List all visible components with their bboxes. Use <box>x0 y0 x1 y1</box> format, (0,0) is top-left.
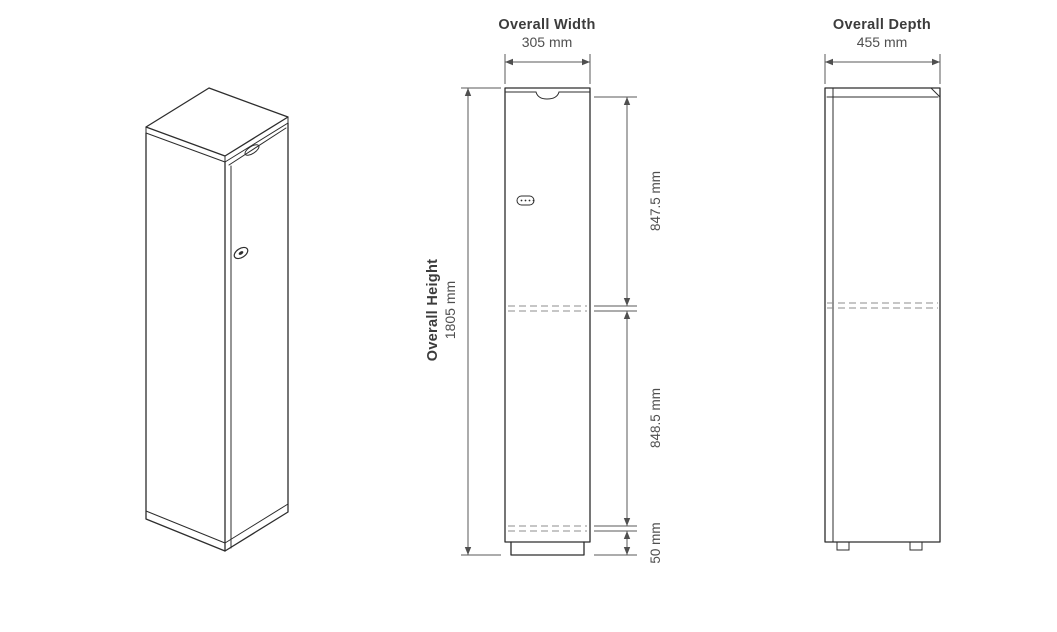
iso-door-top-seam <box>228 127 287 166</box>
front-section-dimensions: 847.5 mm 848.5 mm 50 mm <box>594 96 663 564</box>
side-view <box>824 87 941 551</box>
overall-height-value: 1805 mm <box>442 281 458 339</box>
overall-depth-value: 455 mm <box>857 34 908 50</box>
iso-lock <box>233 246 249 260</box>
front-view <box>504 87 591 556</box>
iso-right-face <box>224 122 289 552</box>
overall-width-label: Overall Width <box>498 17 595 33</box>
overall-width-value: 305 mm <box>522 34 573 50</box>
side-rear-foot <box>909 541 923 551</box>
plinth-height-value: 50 mm <box>648 522 663 563</box>
front-height-dimension: Overall Height 1805 mm <box>425 87 501 556</box>
lower-compartment-value: 848.5 mm <box>648 388 663 448</box>
front-width-dimension: Overall Width 305 mm <box>498 17 595 84</box>
isometric-view <box>145 87 289 552</box>
side-front-foot <box>836 541 850 551</box>
iso-top-edge-left <box>145 126 226 163</box>
iso-left-face <box>145 132 226 552</box>
front-plinth <box>510 541 585 556</box>
overall-height-label: Overall Height <box>425 259 441 362</box>
iso-top-face <box>145 87 289 157</box>
overall-depth-label: Overall Depth <box>833 17 931 33</box>
side-depth-dimension: Overall Depth 455 mm <box>824 17 941 84</box>
front-lock <box>516 195 535 206</box>
front-body-outline <box>504 87 591 543</box>
iso-plinth-right <box>224 503 289 544</box>
side-top-chamfer <box>930 87 941 98</box>
upper-compartment-value: 847.5 mm <box>648 171 663 231</box>
iso-top-edge-right <box>224 116 289 163</box>
iso-handle-notch <box>244 144 260 156</box>
side-body-outline <box>824 87 941 543</box>
iso-plinth-left <box>145 510 226 544</box>
front-handle-notch <box>535 91 560 100</box>
